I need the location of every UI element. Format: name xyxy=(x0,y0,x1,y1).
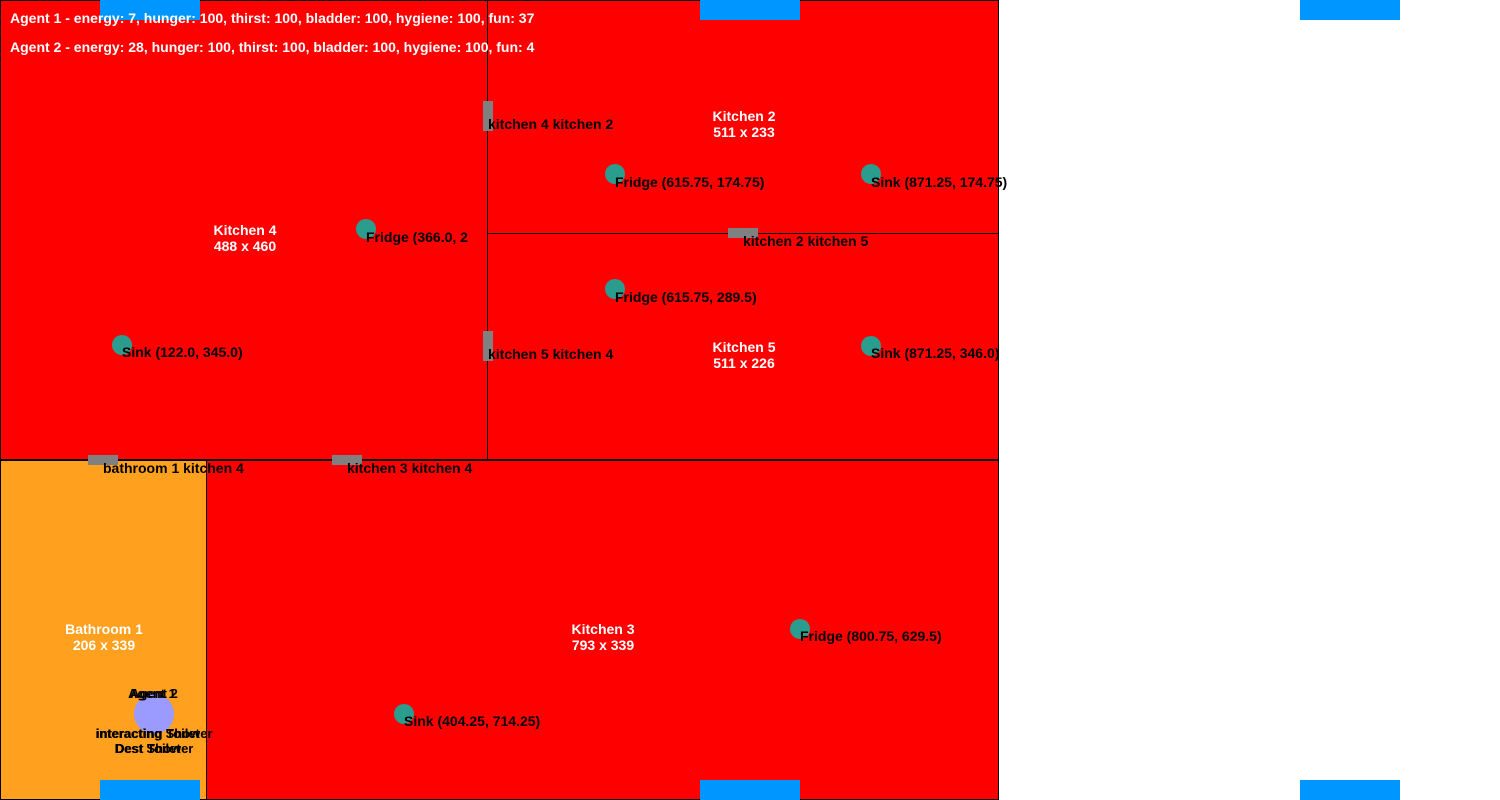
door-kitchen5-kitchen4[interactable] xyxy=(483,331,493,361)
object-label: Sink (871.25, 174.75) xyxy=(871,174,1008,190)
room-title: Bathroom 1 206 x 339 xyxy=(65,621,143,653)
door-kitchen4-kitchen2[interactable] xyxy=(483,101,493,131)
agent-2-info: Agent 2 xyxy=(130,686,178,701)
object-label: Fridge (615.75, 289.5) xyxy=(615,289,757,305)
room-name: Kitchen 3 xyxy=(571,621,635,637)
fridge-icon[interactable] xyxy=(356,219,376,239)
room-name: Kitchen 5 xyxy=(712,339,776,355)
object-label: Sink (122.0, 345.0) xyxy=(122,344,243,360)
spawn-pad xyxy=(700,780,800,800)
agent-name: Agent 1 xyxy=(128,686,176,701)
room-title: Kitchen 5 511 x 226 xyxy=(712,339,775,371)
room-title: Kitchen 2 511 x 233 xyxy=(712,108,775,140)
room-dimensions: 488 x 460 xyxy=(213,238,277,254)
room-kitchen-4: Kitchen 4 488 x 460 xyxy=(0,0,488,460)
room-kitchen-5: Kitchen 5 511 x 226 xyxy=(487,233,999,460)
room-bathroom-1: Bathroom 1 206 x 339 xyxy=(0,460,207,800)
fridge-icon[interactable] xyxy=(605,164,625,184)
door-bathroom1-kitchen4[interactable] xyxy=(88,455,118,465)
door-label: kitchen 5 kitchen 4 xyxy=(488,346,614,362)
door-kitchen2-kitchen5[interactable] xyxy=(728,228,758,238)
room-title: Kitchen 4 488 x 460 xyxy=(213,222,276,254)
object-label: Fridge (615.75, 174.75) xyxy=(615,174,765,190)
room-name: Kitchen 2 xyxy=(712,108,776,124)
room-dimensions: 511 x 233 xyxy=(713,124,775,140)
room-kitchen-2: Kitchen 2 511 x 233 xyxy=(487,0,999,234)
agent-1-status: Agent 1 - energy: 7, hunger: 100, thirst… xyxy=(10,10,535,26)
room-dimensions: 793 x 339 xyxy=(571,637,635,653)
agent-action: interacting Toilet xyxy=(96,726,200,741)
spawn-pad xyxy=(100,0,200,20)
object-label: Fridge (366.0, 2 xyxy=(366,229,468,245)
door-kitchen3-kitchen4[interactable] xyxy=(332,455,362,465)
object-label: Sink (871.25, 346.0) xyxy=(871,345,1000,361)
spawn-pad xyxy=(100,780,200,800)
agent-1-marker[interactable] xyxy=(134,694,174,734)
object-label: Sink (404.25, 714.25) xyxy=(404,713,541,729)
agent-2-status: Agent 2 - energy: 28, hunger: 100, thirs… xyxy=(10,39,535,55)
sink-icon[interactable] xyxy=(394,704,414,724)
door-label: kitchen 3 kitchen 4 xyxy=(347,460,473,476)
room-dimensions: 511 x 226 xyxy=(713,355,775,371)
agent-action: interacting Shower xyxy=(95,726,213,741)
door-label: bathroom 1 kitchen 4 xyxy=(103,460,244,476)
sink-icon[interactable] xyxy=(112,335,132,355)
room-name: Bathroom 1 xyxy=(65,621,143,637)
spawn-pad xyxy=(700,0,800,20)
spawn-pad xyxy=(1300,780,1400,800)
agent-1-action: interacting Toilet Dest Toilet xyxy=(96,726,200,756)
agent-name: Agent 2 xyxy=(130,686,178,701)
fridge-icon[interactable] xyxy=(790,619,810,639)
sink-icon[interactable] xyxy=(861,336,881,356)
room-dimensions: 206 x 339 xyxy=(72,637,136,653)
agent-1-info: Agent 1 xyxy=(128,686,176,701)
room-name: Kitchen 4 xyxy=(213,222,277,238)
door-label: kitchen 2 kitchen 5 xyxy=(743,233,869,249)
room-kitchen-3: Kitchen 3 793 x 339 xyxy=(206,460,999,800)
agent-target: Dest Shower xyxy=(114,741,194,756)
room-title: Kitchen 3 793 x 339 xyxy=(571,621,634,653)
spawn-pad xyxy=(1300,0,1400,20)
agent-2-action: interacting Shower Dest Shower xyxy=(95,726,212,756)
fridge-icon[interactable] xyxy=(605,279,625,299)
object-label: Fridge (800.75, 629.5) xyxy=(800,628,942,644)
door-label: kitchen 4 kitchen 2 xyxy=(488,116,614,132)
agent-target: Dest Toilet xyxy=(115,741,181,756)
sink-icon[interactable] xyxy=(861,164,881,184)
